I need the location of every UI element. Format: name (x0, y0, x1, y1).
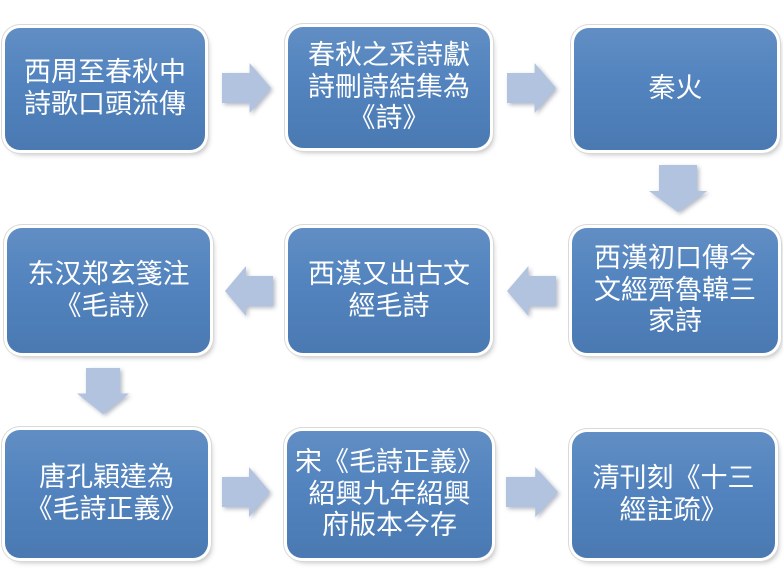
arrow-right-icon (222, 63, 271, 113)
flow-step-3: 秦火 (574, 28, 777, 150)
flow-step-9: 清刊刻《十三 經註疏》 (572, 432, 775, 558)
arrow-right-icon (506, 467, 558, 517)
flow-step-2: 春秋之采詩獻 詩刪詩結集為 《詩》 (288, 27, 490, 148)
flow-step-7: 唐孔穎達為 《毛詩正義》 (5, 430, 208, 558)
arrow-down-icon (649, 165, 707, 212)
arrow-right-icon (507, 63, 556, 113)
flow-step-8: 宋《毛詩正義》 紹興九年紹興 府版本今存 (287, 431, 492, 558)
arrow-right-icon (222, 467, 270, 517)
flow-step-4: 西漢初口傳今 文經齊魯韓三 家詩 (572, 228, 778, 353)
flow-step-1: 西周至春秋中 詩歌口頭流傳 (5, 28, 205, 150)
flow-step-6: 东汉郑玄箋注 《毛詩》 (7, 228, 210, 353)
arrow-down-icon (77, 368, 129, 414)
flow-step-5: 西漢又出古文 經毛詩 (288, 228, 490, 353)
arrow-left-icon (225, 266, 273, 316)
arrow-left-icon (507, 266, 556, 316)
